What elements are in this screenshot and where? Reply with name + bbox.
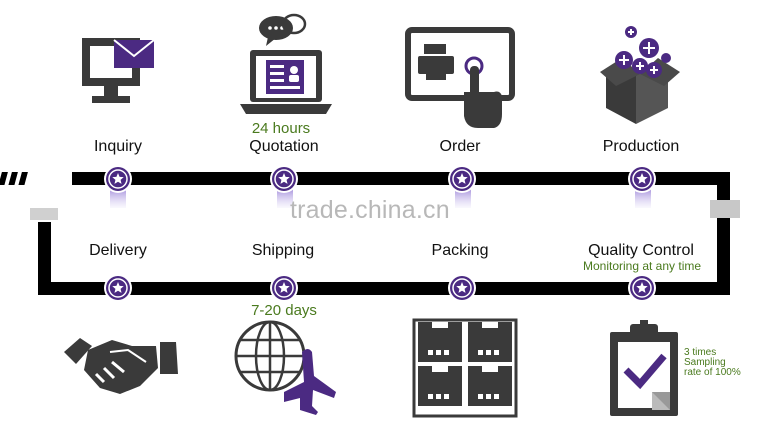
laptop-chat-icon [240, 13, 332, 114]
clipboard-check-icon [610, 320, 678, 416]
star-icon [112, 173, 124, 184]
shipping-note: 7-20 days [251, 302, 317, 319]
node-delivery [104, 274, 132, 302]
node-inquiry [104, 165, 132, 193]
step-label-order: Order [439, 138, 481, 155]
globe-airplane-icon [234, 320, 336, 415]
star-icon [278, 173, 290, 184]
track-loop [0, 172, 740, 295]
step-label-inquiry: Inquiry [93, 138, 143, 155]
quality-control-note: Monitoring at any time [582, 259, 702, 273]
star-icon [456, 282, 468, 293]
node-quotation [270, 165, 298, 193]
watermark: trade.china.cn [290, 196, 450, 224]
step-label-production: Production [602, 138, 680, 155]
node-quality-control [628, 274, 656, 302]
step-label-quality-control: Quality Control [588, 242, 694, 259]
computer-mail-icon [82, 38, 155, 103]
star-icon [278, 282, 290, 293]
step-label-shipping: Shipping [251, 242, 315, 259]
star-icon [112, 282, 124, 293]
qc-detail-line-2: Sampling [684, 357, 726, 368]
box-plus-icon [600, 26, 680, 124]
qc-detail-line-1: 3 times [684, 347, 717, 358]
star-icon [636, 282, 648, 293]
handshake-icon [64, 338, 178, 394]
touch-screen-printer-icon [405, 27, 515, 128]
star-icon [636, 173, 648, 184]
stacked-boxes-icon [412, 318, 518, 418]
step-label-packing: Packing [431, 242, 489, 259]
node-packing [448, 274, 476, 302]
quotation-note: 24 hours [251, 120, 311, 137]
node-production [628, 165, 656, 193]
node-shipping [270, 274, 298, 302]
step-label-quotation: Quotation [249, 138, 319, 155]
star-icon [456, 173, 468, 184]
qc-detail-line-3: rate of 100% [684, 367, 741, 378]
node-order [448, 165, 476, 193]
step-label-delivery: Delivery [89, 242, 147, 259]
